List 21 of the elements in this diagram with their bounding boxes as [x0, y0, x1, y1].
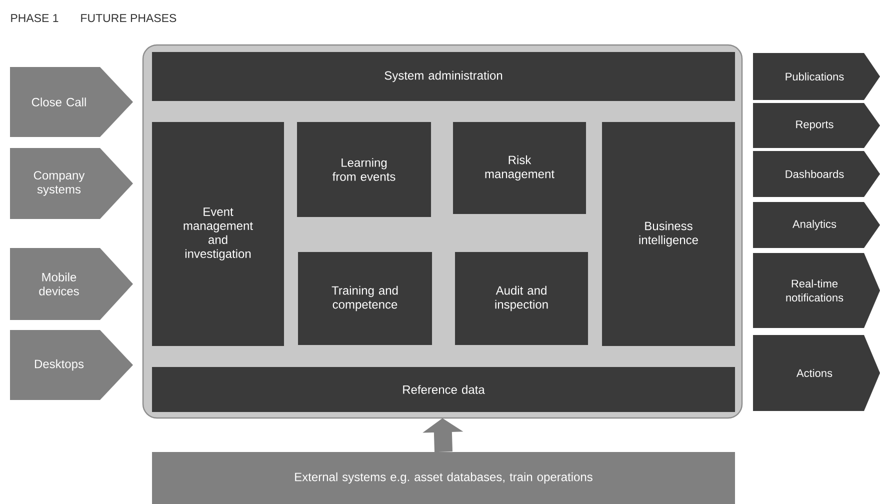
- source-tab: Mobile devices: [10, 248, 133, 320]
- source-tab: Close Call: [10, 67, 133, 137]
- output-tab: Analytics: [753, 202, 880, 248]
- output-tab: Real-time notifications: [753, 253, 880, 328]
- module-box: System administration: [152, 52, 735, 101]
- module-box: Risk management: [453, 122, 586, 214]
- output-tab: Reports: [753, 103, 880, 148]
- module-box: Audit and inspection: [455, 252, 588, 345]
- output-tab: Actions: [753, 335, 880, 411]
- source-tab: Company systems: [10, 148, 133, 219]
- module-box: Business intelligence: [602, 122, 735, 346]
- output-tab: Publications: [753, 53, 880, 100]
- phase-heading: PHASE 1: [11, 14, 58, 22]
- module-box: Training and competence: [298, 252, 432, 345]
- source-box: External systems e.g. asset databases, train operations: [152, 452, 735, 504]
- module-box: Event management and investigation: [152, 122, 284, 346]
- phase-heading: FUTURE PHASES: [81, 14, 176, 22]
- output-tab: Dashboards: [753, 151, 880, 197]
- module-box: Reference data: [152, 367, 735, 412]
- module-box: Learning from events: [297, 122, 431, 217]
- source-tab: Desktops: [10, 330, 133, 400]
